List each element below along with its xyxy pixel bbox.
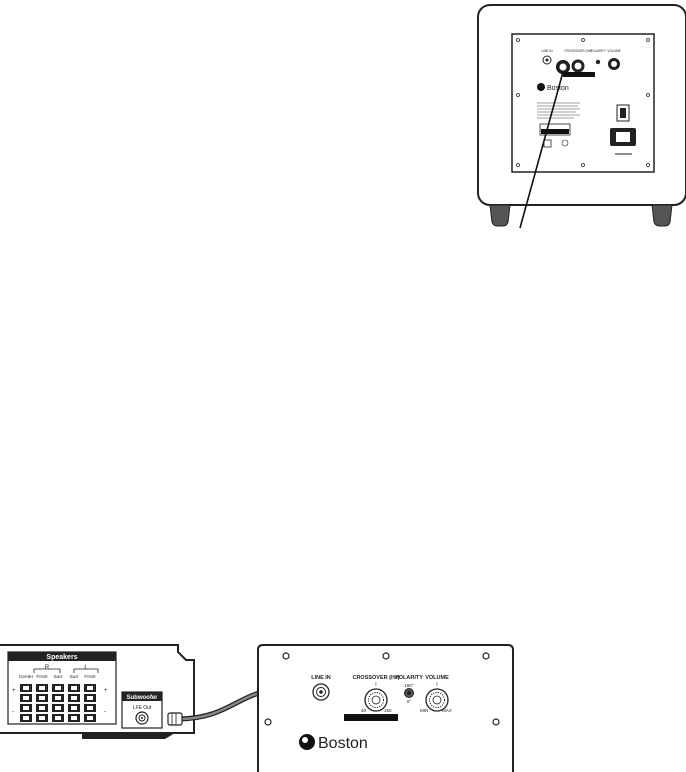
channel-label-front-l: Front xyxy=(84,674,96,680)
top-cert-mark xyxy=(543,139,552,148)
svg-text:+: + xyxy=(104,688,108,694)
channel-label-surr-l: Surr xyxy=(69,674,78,680)
cabinet-foot-left xyxy=(489,204,511,227)
binding-post-hole xyxy=(39,686,45,690)
volume-min-label: MIN xyxy=(420,708,428,713)
binding-post-hole xyxy=(71,696,77,700)
crossover-bar xyxy=(344,714,398,721)
binding-post-hole xyxy=(23,686,29,690)
group-r-label: R xyxy=(45,665,50,671)
polarity-180-label: 180° xyxy=(404,683,414,688)
crossover-max-label: 150 xyxy=(384,708,392,713)
panel-screws xyxy=(264,652,500,726)
receiver-base xyxy=(82,733,175,739)
svg-text:+: + xyxy=(12,688,16,694)
top-polarity-label: POLARITY xyxy=(590,49,607,53)
binding-post-hole xyxy=(23,706,29,710)
svg-text:I: I xyxy=(375,682,376,688)
subwoofer-label: Subwoofer xyxy=(127,695,159,701)
cabinet-foot-right xyxy=(651,204,673,227)
brand-text: Boston xyxy=(318,735,368,752)
binding-post-hole xyxy=(87,686,93,690)
binding-post-hole xyxy=(87,706,93,710)
binding-post-hole xyxy=(23,716,29,720)
speakers-label: Speakers xyxy=(46,654,77,661)
binding-post-hole xyxy=(71,716,77,720)
binding-post-hole xyxy=(87,716,93,720)
channel-label-surr-r: Surr xyxy=(53,674,62,680)
volume-label: VOLUME xyxy=(425,675,449,681)
top-crossover-bar xyxy=(563,72,595,77)
top-fine-print xyxy=(537,102,580,119)
polarity-label: POLARITY xyxy=(395,675,423,681)
svg-text:I: I xyxy=(436,682,437,688)
top-line-in-label: LINE IN xyxy=(541,49,553,53)
binding-post-hole xyxy=(55,696,61,700)
channel-label-center: Center xyxy=(19,674,34,680)
binding-post-hole xyxy=(71,706,77,710)
binding-post-hole xyxy=(23,696,29,700)
volume-max-label: MAX xyxy=(442,708,452,713)
crossover-min-label: 40 xyxy=(361,708,367,713)
top-crossover-label: CROSSOVER (Hz) xyxy=(564,49,591,53)
binding-post-hole xyxy=(55,686,61,690)
svg-text:-: - xyxy=(12,709,14,715)
top-signal-cable xyxy=(519,71,564,229)
speaker-binding-posts xyxy=(20,684,96,722)
binding-post-hole xyxy=(87,696,93,700)
top-polarity-switch xyxy=(595,59,601,65)
binding-post-hole xyxy=(39,696,45,700)
line-in-label: LINE IN xyxy=(311,675,331,681)
binding-post-hole xyxy=(71,686,77,690)
binding-post-hole xyxy=(55,706,61,710)
subwoofer-panel-closeup: LINE IN CROSSOVER (Hz) POLARITY VOLUME I… xyxy=(257,644,514,772)
subwoofer-cabinet: LINE IN CROSSOVER (Hz) POLARITY VOLUME B… xyxy=(477,4,686,229)
boston-logo: Boston xyxy=(299,734,368,752)
polarity-0-label: 0° xyxy=(407,699,412,704)
binding-post-hole xyxy=(39,716,45,720)
binding-post-hole xyxy=(55,716,61,720)
channel-label-front-r: Front xyxy=(36,674,48,680)
binding-post-hole xyxy=(39,706,45,710)
top-boston-logo: Boston xyxy=(537,83,569,92)
group-l-label: L xyxy=(84,665,88,671)
receiver-back-panel: Speakers R L Center Front Surr Surr Fron… xyxy=(0,644,195,739)
crossover-label: CROSSOVER (Hz) xyxy=(352,675,399,681)
rca-plug-receiver xyxy=(167,712,183,726)
cabinet-back-plate xyxy=(511,33,655,173)
svg-text:-: - xyxy=(104,709,106,715)
lfe-out-label: LFE Out xyxy=(133,705,152,711)
top-volume-label: VOLUME xyxy=(607,49,620,53)
plate-screws xyxy=(516,38,650,167)
